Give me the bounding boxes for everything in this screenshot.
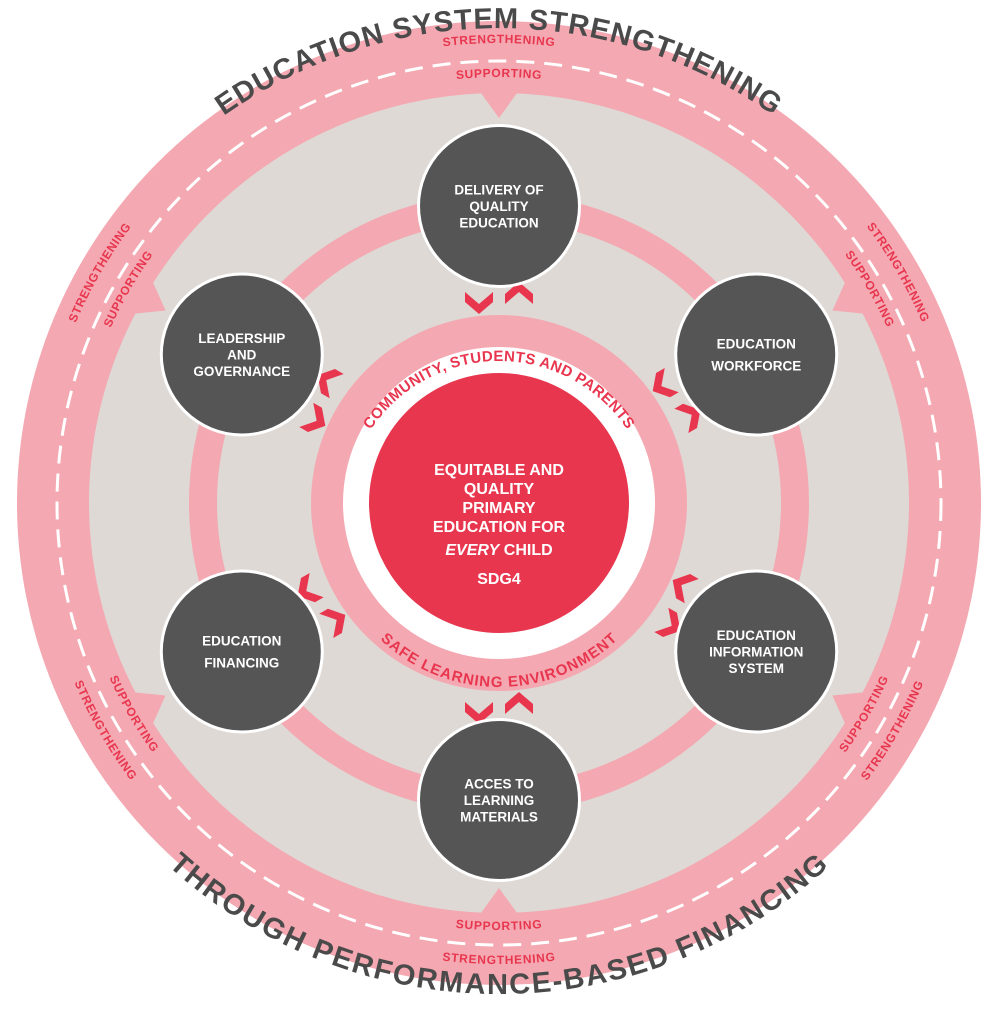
node-label-line: LEADERSHIP [198,331,285,346]
chevron-outward-1 [674,403,701,433]
node-label-line: EDUCATION [459,216,538,231]
chevron-outward-2 [654,607,681,637]
chevron-inward-3 [505,692,533,714]
node-label-line: FINANCING [204,656,279,671]
node-financing: EDUCATION FINANCING [159,569,324,734]
chevron-inward-1 [652,368,679,398]
chevron-inward-2 [672,574,699,604]
node-label-line: EDUCATION [717,337,796,352]
node-label-line: EDUCATION [717,628,796,643]
node-label-line: MATERIALS [460,810,538,825]
support-arrow-2 [832,691,873,732]
support-arrow-0 [475,85,523,118]
center-emphasis: EVERY [445,542,500,559]
chevron-inward-5 [299,402,326,432]
chevron-inward-4 [319,608,346,638]
outer-ring-dash [55,59,943,947]
support-arrow-3 [475,888,523,921]
chevron-outward-3 [465,702,493,724]
chevron-outward-5 [317,369,344,399]
center-line-5: EVERY CHILD [445,542,552,559]
support-arrows [125,85,873,921]
node-circle [420,721,578,879]
node-label-line: QUALITY [469,199,528,214]
node-label-line: WORKFORCE [711,359,801,374]
ring-strengthening-bot-0: STRENGTHENING [442,949,556,966]
node-label-line: GOVERNANCE [193,364,290,379]
node-circle [420,127,578,285]
center-line-4: EDUCATION FOR [433,519,566,536]
center-line-5-rest: CHILD [499,542,552,559]
node-circle [677,572,836,731]
ring-supporting-top-0: SUPPORTING [455,66,542,82]
center-line-2: QUALITY [464,481,535,498]
node-label-line: DELIVERY OF [454,183,543,198]
center-label: EQUITABLE AND QUALITY PRIMARY EDUCATION … [433,462,566,588]
flow-chevrons [297,282,701,724]
node-circle [677,275,836,434]
support-arrow-4 [125,691,166,732]
support-arrow-5 [125,274,166,315]
support-arrow-1 [832,274,873,315]
node-circle [162,275,321,434]
center-line-3: PRIMARY [462,500,536,517]
node-label-line: SYSTEM [728,661,784,676]
ring-strengthening-top-0: STRENGTHENING [442,32,556,49]
ring-supporting-bot-0: SUPPORTING [455,917,542,933]
node-circle [162,572,321,731]
node-label-line: INFORMATION [709,645,803,660]
node-label-line: LEARNING [464,793,535,808]
chevron-outward-0 [505,282,533,304]
node-workforce: EDUCATION WORKFORCE [674,272,839,437]
node-label-line: EDUCATION [202,634,281,649]
center-circle [369,373,629,633]
center-sdg: SDG4 [477,571,521,588]
node-label-line: ACCES TO [464,777,534,792]
node-group: DELIVERY OFQUALITYEDUCATIONEDUCATIONWORK… [159,124,839,882]
center-line-1: EQUITABLE AND [434,462,564,479]
chevron-outward-4 [297,573,324,603]
chevron-inward-0 [465,292,493,314]
node-label-line: AND [227,348,256,363]
